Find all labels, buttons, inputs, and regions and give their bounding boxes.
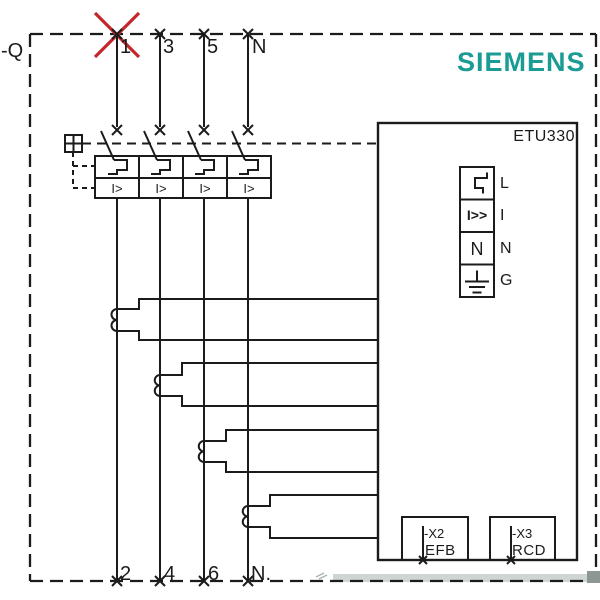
scan-artifact-smudge: [315, 572, 328, 580]
connector-x2-box: [401, 516, 469, 561]
bottom-terminal-label-n: N.: [251, 563, 271, 585]
pole-2-trip-latch-icon: [151, 159, 171, 175]
pole-3: [187, 28, 378, 587]
neutral-protection-symbol: N: [470, 239, 484, 259]
pole-1: [100, 28, 378, 587]
release-block-grid: [94, 155, 272, 199]
bottom-terminal-label-6: 6: [208, 563, 220, 585]
pole-1-bottom-terminal-x-icon: [111, 575, 123, 587]
function-label-g: G: [500, 272, 513, 289]
pole-2-top-terminal-x-icon: [154, 28, 166, 40]
bottom-terminal-label-2: 2: [120, 563, 132, 585]
operator-linkage-dashed: [72, 152, 95, 189]
long-time-curve-icon: [474, 172, 488, 194]
connector-x2-terminal-x-icon: [418, 555, 428, 565]
instantaneous-overcurrent-symbol: I>>: [466, 207, 488, 223]
earth-fault-icon: [465, 270, 489, 294]
siemens-logo: SIEMENS: [457, 47, 586, 77]
device-tag: -Q: [1, 40, 24, 62]
trip-unit-box: [376, 121, 579, 562]
scan-artifact-corner: [587, 571, 600, 583]
pole-3-contact-x-icon: [198, 124, 210, 136]
connector-x2-label: EFB: [425, 542, 456, 559]
pole-3-release-label: I>: [199, 181, 211, 196]
pole-n: [231, 28, 378, 587]
function-label-n: N: [500, 240, 512, 257]
pole-3-current-sensor-icon: [197, 429, 378, 473]
pole-2: [143, 28, 378, 587]
connector-x3-box: [489, 516, 556, 561]
function-label-l: L: [500, 175, 509, 192]
trip-unit-model: ETU330: [513, 128, 575, 145]
function-box-g: [459, 263, 495, 298]
pole-n-bottom-terminal-x-icon: [242, 575, 254, 587]
pole-n-current-sensor-icon: [241, 494, 378, 539]
pole-n-contact-x-icon: [242, 124, 254, 136]
function-label-i: I: [500, 207, 505, 224]
connector-x2-id: -X2: [424, 526, 445, 541]
top-terminal-label-5: 5: [207, 36, 219, 58]
pole-3-trip-latch-icon: [195, 159, 215, 175]
pole-1-contact-x-icon: [111, 124, 123, 136]
pole-n-top-terminal-x-icon: [242, 28, 254, 40]
pole-n-trip-latch-icon: [239, 159, 259, 175]
bottom-terminal-label-4: 4: [164, 563, 176, 585]
connector-boxes: [401, 516, 556, 565]
pole-2-contact-x-icon: [154, 124, 166, 136]
top-terminal-label-3: 3: [163, 36, 175, 58]
scan-artifact-band: [333, 574, 596, 582]
top-terminal-label-1: 1: [120, 36, 132, 58]
pole-3-bottom-terminal-x-icon: [198, 575, 210, 587]
function-box-stack: [459, 166, 495, 298]
pole-1-trip-latch-icon: [108, 159, 128, 175]
enclosure-dashed-border: [28, 32, 598, 583]
pole-1-top-terminal-x-icon: [111, 28, 123, 40]
pole-n-release-label: I>: [243, 181, 255, 196]
function-box-l: [459, 166, 495, 201]
connector-x3-terminal-x-icon: [506, 555, 516, 565]
pole-2-bottom-terminal-x-icon: [154, 575, 166, 587]
top-terminal-label-n: N: [252, 36, 267, 58]
pole-3-top-terminal-x-icon: [198, 28, 210, 40]
connector-x3-id: -X3: [512, 526, 533, 541]
pole-1-release-label: I>: [111, 181, 123, 196]
pole-2-release-label: I>: [155, 181, 167, 196]
pole-1-current-sensor-icon: [110, 298, 378, 341]
connector-x3-label: RCD: [512, 542, 546, 559]
manual-operator-icon: [64, 134, 83, 153]
pole-2-current-sensor-icon: [153, 362, 378, 407]
